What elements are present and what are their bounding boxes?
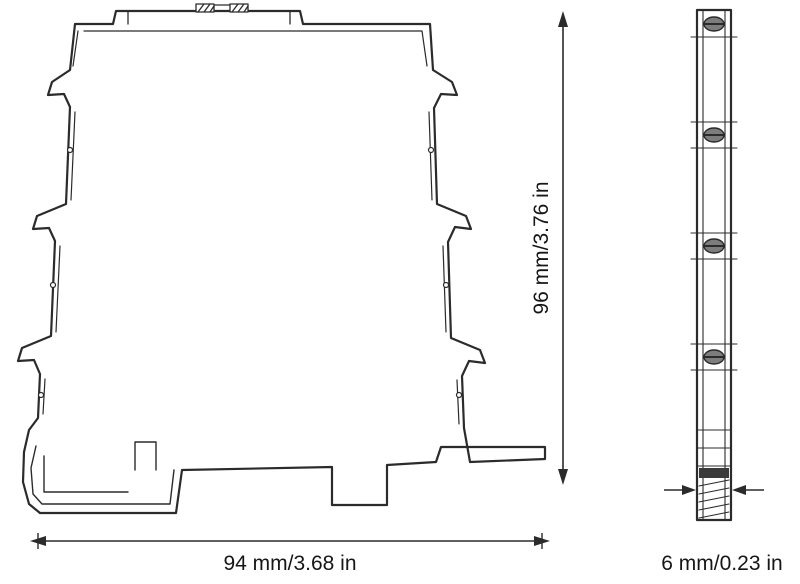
module-inner-wall-lines (42, 30, 460, 425)
side-view-inner-walls (702, 9, 726, 521)
dim-arrow-left-icon (30, 536, 46, 546)
screw-terminal-2-icon (703, 127, 725, 143)
screw-terminal-1-icon (703, 16, 725, 32)
side-view-outline (695, 8, 733, 522)
width-dimension-label: 94 mm/3.68 in (223, 552, 356, 575)
latch-bump-icon (442, 281, 450, 289)
depth-dimension: 6 mm/0.23 in (661, 485, 783, 575)
din-foot-detail (30, 441, 175, 505)
front-view (16, 3, 547, 515)
dim-arrow-right-icon (534, 536, 550, 546)
side-view-foot-hatch (698, 468, 730, 519)
top-bracket (127, 3, 291, 25)
dim-arrow-down-icon (558, 469, 568, 485)
latch-bump-icon (427, 146, 435, 154)
screw-terminal-3-icon (703, 238, 725, 254)
module-profile-outline (16, 9, 547, 515)
width-dimension: 94 mm/3.68 in (30, 533, 550, 575)
side-view-tick-marks (690, 36, 738, 371)
dim-arrow-inward-left-icon (732, 485, 746, 495)
latch-bump-icon (66, 146, 74, 154)
side-view (690, 8, 738, 522)
latch-bump-icon (455, 391, 463, 399)
latch-bump-icon (37, 391, 45, 399)
depth-dimension-label: 6 mm/0.23 in (661, 552, 782, 575)
side-view-division-lines (696, 36, 732, 467)
bracket-screw-hatch-icon (195, 3, 215, 13)
bracket-screw-hatch-icon (229, 3, 249, 13)
latch-bump-icon (49, 281, 57, 289)
height-dimension: 96 mm/3.76 in (530, 11, 568, 485)
screw-terminal-4-icon (703, 349, 725, 365)
dim-arrow-inward-right-icon (682, 485, 696, 495)
dim-arrow-up-icon (558, 11, 568, 27)
height-dimension-label: 96 mm/3.76 in (530, 181, 553, 314)
